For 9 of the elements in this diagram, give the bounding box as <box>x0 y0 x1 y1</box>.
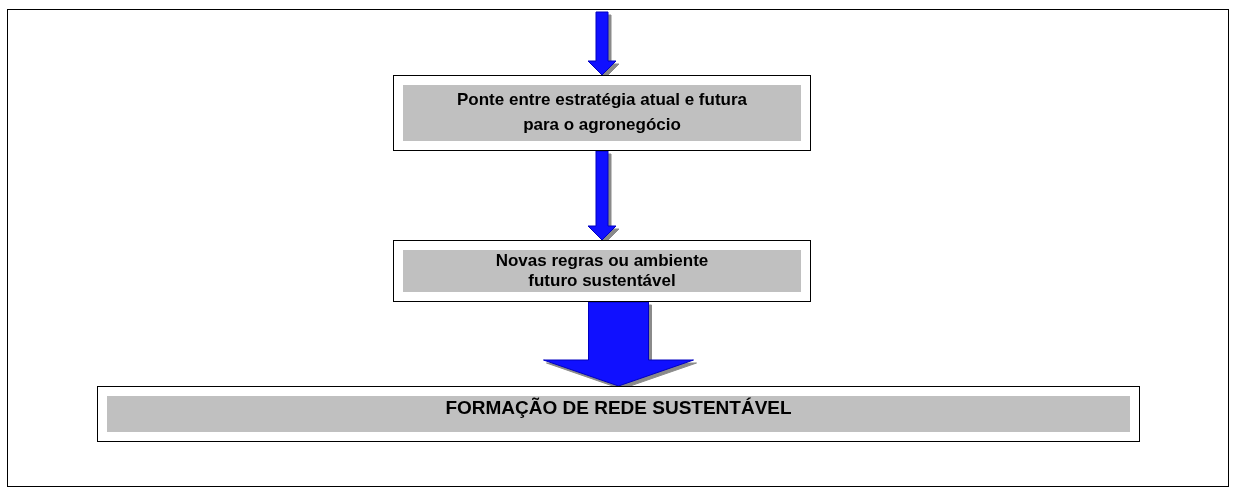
process-box <box>97 386 1140 442</box>
arrow <box>543 301 694 387</box>
box-label: Ponte entre estratégia atual e futura para o agronegócio <box>456 89 748 136</box>
box-label: FORMAÇÃO DE REDE SUSTENTÁVEL <box>445 396 792 420</box>
arrow <box>587 150 617 241</box>
process-box <box>393 240 811 302</box>
arrow <box>587 11 617 76</box>
process-box <box>393 75 811 151</box>
box-label: Novas regras ou ambiente futuro sustentável <box>494 250 710 291</box>
